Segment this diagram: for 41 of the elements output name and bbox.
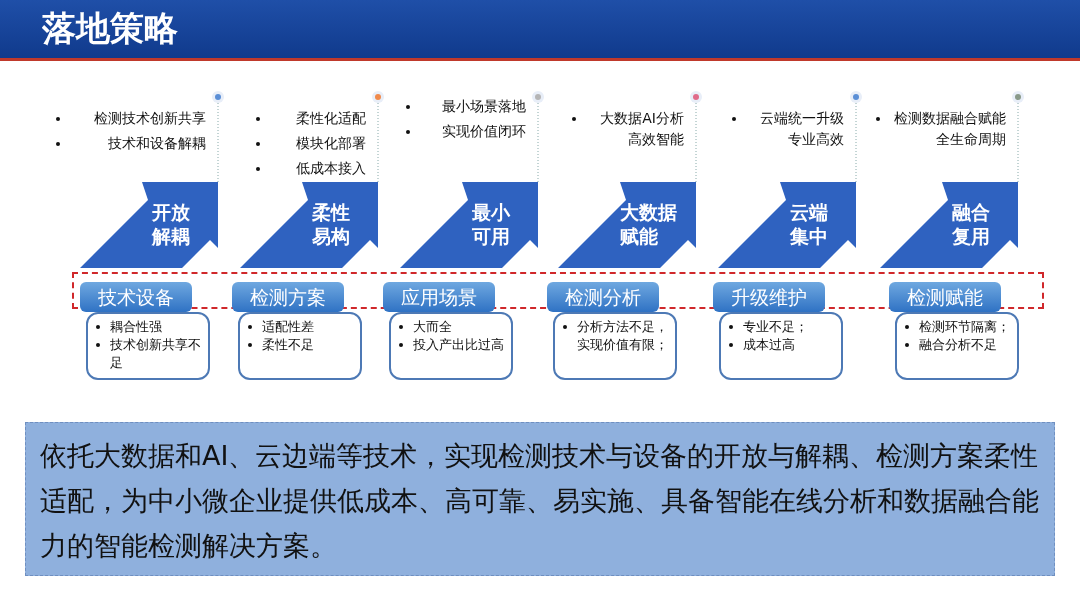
bullet-box <box>719 312 843 380</box>
arrow-label: 云端集中 <box>790 200 829 248</box>
bullet-box <box>238 312 362 380</box>
arrow-label: 柔性易构 <box>312 200 351 248</box>
heading-tab: 升级维护 <box>713 282 825 312</box>
arrow-label: 大数据赋能 <box>620 200 678 248</box>
bullet-text: 柔性不足 <box>262 336 314 354</box>
bullet-box <box>553 312 677 380</box>
bullet-text: 检测技术创新共享 <box>93 109 206 128</box>
heading-tab: 检测赋能 <box>889 282 1001 312</box>
bullet-text: 检测数据融合赋能全生命周期 <box>893 109 1006 149</box>
heading-tab: 检测方案 <box>232 282 344 312</box>
bullet-text: 云端统一升级专业高效 <box>759 109 844 149</box>
bullet-box <box>86 312 210 380</box>
bullet-text: 投入产出比过高 <box>413 336 504 354</box>
bullet-text: 检测环节隔离； <box>919 318 1010 336</box>
bullet-text: 大数据AI分析高效智能 <box>599 109 684 149</box>
bullet-text: 大而全 <box>413 318 452 336</box>
bullet-text: 技术和设备解耦 <box>107 134 206 153</box>
heading-tab: 检测分析 <box>547 282 659 312</box>
bullet-text: 融合分析不足 <box>919 336 997 354</box>
bullet-text: 柔性化适配 <box>295 109 366 128</box>
slide-title: 落地策略 <box>42 7 178 50</box>
arrow-label: 开放解耦 <box>152 200 191 248</box>
bullet-text: 成本过高 <box>743 336 795 354</box>
bullet-text: 分析方法不足，实现价值有限； <box>577 318 669 354</box>
bullet-box <box>895 312 1019 380</box>
bullet-text: 适配性差 <box>262 318 314 336</box>
heading-tab: 应用场景 <box>383 282 495 312</box>
arrow-label: 最小可用 <box>472 200 511 248</box>
bullet-text: 低成本接入 <box>295 159 366 178</box>
bullet-text: 技术创新共享不足 <box>110 336 202 372</box>
bullet-text: 专业不足； <box>743 318 808 336</box>
arrow-label: 融合复用 <box>952 200 991 248</box>
bullet-text: 实现价值闭环 <box>441 122 526 141</box>
summary-text-box: 依托大数据和AI、云边端等技术，实现检测技术与设备的开放与解耦、检测方案柔性适配，为中小微企业提供低成本、高可靠、易实施、具备智能在线分析和数据融合能力的智能检测解决方案。 <box>25 422 1055 576</box>
bullet-text: 最小场景落地 <box>441 97 526 116</box>
bullet-box <box>389 312 513 380</box>
heading-tab: 技术设备 <box>80 282 192 312</box>
bullet-text: 耦合性强 <box>110 318 162 336</box>
bullet-text: 模块化部署 <box>295 134 366 153</box>
